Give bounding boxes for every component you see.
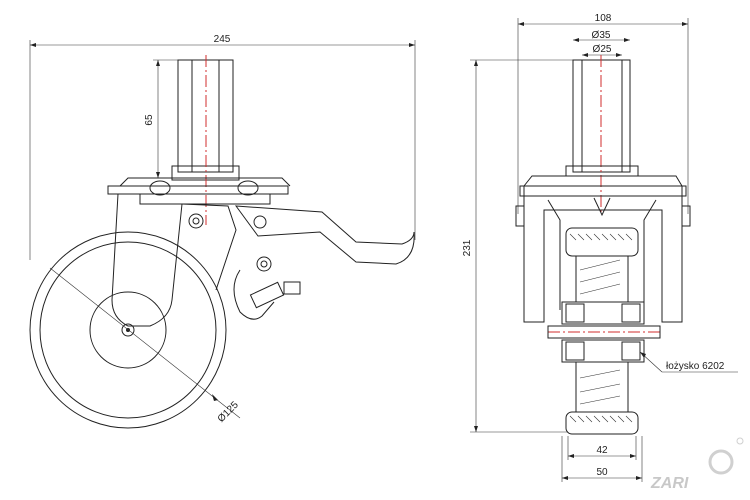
front-fork: [515, 175, 691, 323]
dimension-65: 65: [144, 59, 178, 178]
front-wheel: [547, 227, 661, 435]
fork: [111, 193, 267, 327]
front-view: 108 Ø35 Ø25 231: [462, 13, 738, 482]
dimension-42: 42: [567, 436, 637, 460]
front-stem: [565, 55, 639, 215]
bearing-callout: łożysko 6202: [639, 351, 738, 373]
dimension-label-65: 65: [144, 114, 155, 126]
bearing-label: łożysko 6202: [666, 361, 725, 372]
dimension-231: 231: [462, 59, 573, 433]
side-view: 245 65: [29, 34, 416, 429]
stem: [171, 55, 240, 225]
brake-pedal: [233, 205, 415, 320]
dimension-diameter-25: Ø25: [582, 44, 622, 57]
dimension-diameter-35: Ø35: [573, 30, 630, 42]
dimension-label-245: 245: [214, 34, 231, 45]
dimension-50: 50: [561, 436, 643, 482]
dimension-label-42: 42: [596, 445, 608, 456]
wheel-side: Ø125: [29, 231, 241, 429]
dimension-label-108: 108: [595, 13, 612, 24]
dimension-label-231: 231: [462, 239, 473, 256]
dimension-label-diameter-125: Ø125: [216, 399, 241, 424]
dimension-label-50: 50: [596, 467, 608, 478]
swivel-head: [107, 177, 291, 205]
dimension-label-diameter-35: Ø35: [592, 30, 611, 41]
logo-text: ZARI: [650, 475, 689, 492]
dimension-245: 245: [29, 34, 416, 260]
dimension-108: 108: [517, 13, 689, 214]
brand-logo: ZARI: [650, 437, 744, 492]
dimension-label-diameter-25: Ø25: [593, 44, 612, 55]
